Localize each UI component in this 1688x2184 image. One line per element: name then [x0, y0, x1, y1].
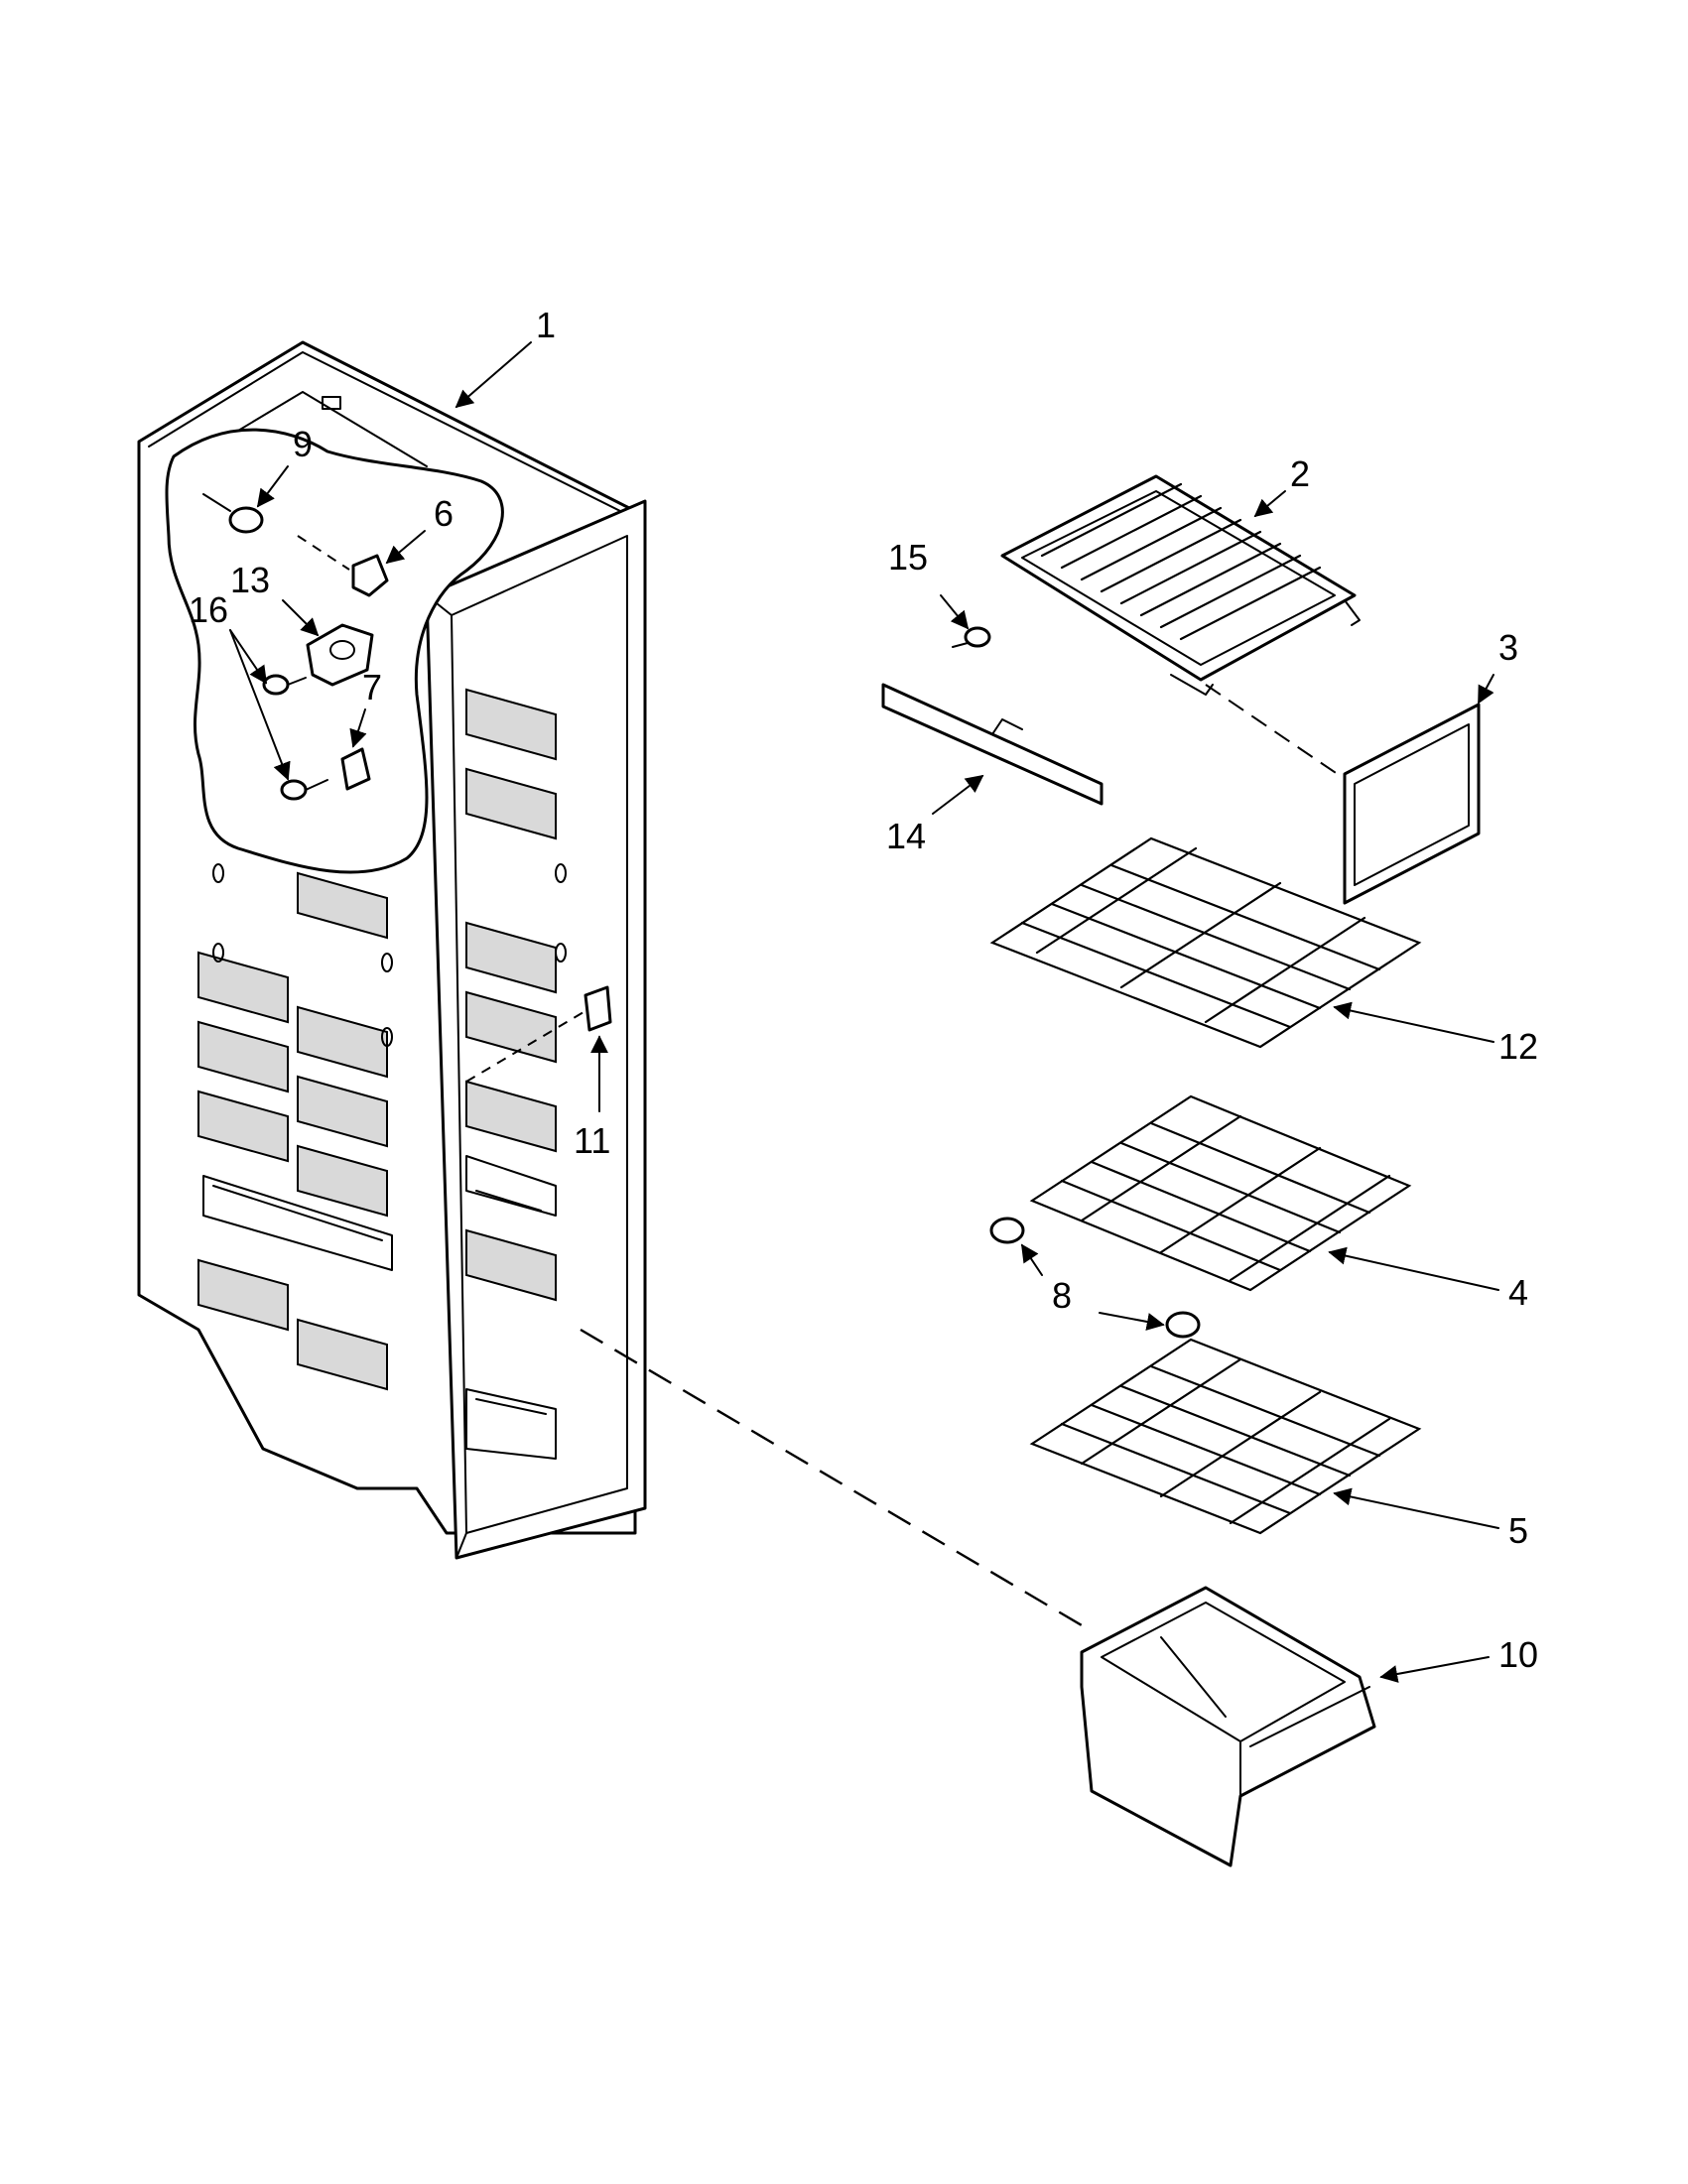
screw-part-16a	[262, 674, 290, 696]
leader-lines	[229, 341, 1499, 1683]
callout-labels: 1 2 3 4 5 6 7 8 9 10 11 12 13 14 15 16	[189, 305, 1538, 1675]
callout-3: 3	[1498, 627, 1518, 668]
screw-part-15	[964, 626, 991, 648]
callout-12: 12	[1498, 1026, 1538, 1067]
callout-4: 4	[1508, 1272, 1528, 1313]
callout-13: 13	[230, 560, 270, 600]
callout-2: 2	[1290, 453, 1310, 494]
clip-part-6	[351, 554, 389, 597]
callout-7: 7	[362, 667, 382, 707]
shelf-trim-part-3	[1343, 703, 1481, 905]
callout-9: 9	[293, 424, 313, 464]
callout-8: 8	[1052, 1275, 1072, 1316]
support-part-8b	[1165, 1311, 1201, 1339]
callout-6: 6	[434, 493, 454, 534]
callout-5: 5	[1508, 1510, 1528, 1551]
callout-10: 10	[1498, 1634, 1538, 1675]
clip-part-11	[584, 985, 612, 1032]
screw-part-16b	[280, 779, 308, 801]
bracket-part-13	[306, 623, 374, 687]
shelf-frame-part-2	[1000, 474, 1361, 696]
freezer-bin-part-10	[1080, 1586, 1376, 1867]
callout-1: 1	[536, 305, 556, 345]
wire-shelf-part-5	[1029, 1338, 1422, 1535]
knob-part-9	[228, 506, 264, 534]
bin-alignment-line	[580, 1328, 1083, 1627]
callout-16: 16	[189, 589, 228, 630]
wire-shelf-part-12	[989, 836, 1422, 1049]
clip-part-7	[340, 747, 371, 791]
callout-14: 14	[886, 816, 926, 856]
cutaway-hardware	[202, 493, 612, 1083]
wire-shelf-part-4	[1029, 1094, 1412, 1292]
callout-11: 11	[574, 1120, 610, 1161]
callout-15: 15	[888, 537, 928, 578]
support-part-8a	[989, 1217, 1025, 1244]
freezer-liner	[137, 340, 647, 1560]
shelf-support-part-14	[881, 626, 1104, 806]
side-wall-ribs	[197, 688, 557, 1391]
